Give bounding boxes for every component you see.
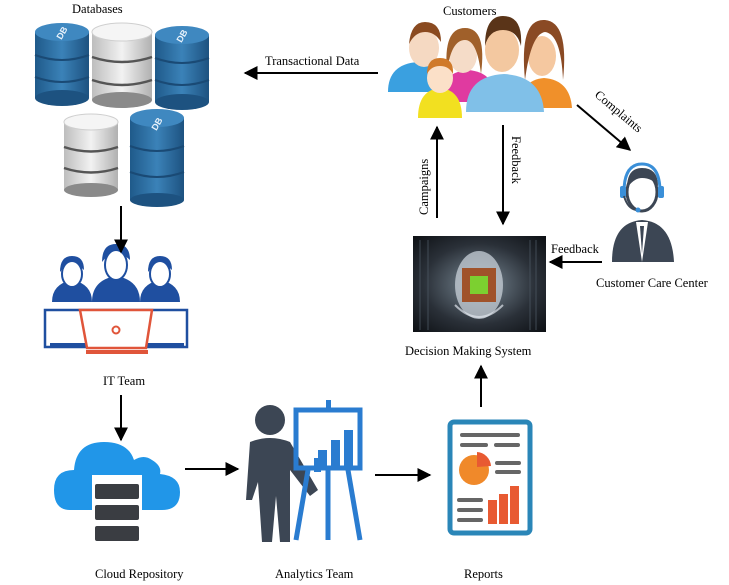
node-label-cloud-repository: Cloud Repository bbox=[95, 567, 184, 581]
customer-group-icon bbox=[388, 16, 572, 118]
database-cylinder: DB bbox=[154, 26, 210, 110]
team-laptop-icon bbox=[43, 244, 189, 354]
support-agent-headset-icon bbox=[612, 162, 674, 262]
edge-complaints bbox=[576, 104, 632, 151]
cloud-server-icon bbox=[54, 442, 180, 545]
edge-label-care-feedback: Feedback bbox=[551, 242, 600, 256]
node-label-decision-system: Decision Making System bbox=[405, 344, 532, 358]
edge-label-feedback: Feedback bbox=[509, 136, 523, 185]
ai-brain-chip-icon bbox=[413, 236, 546, 332]
node-label-databases: Databases bbox=[72, 2, 123, 16]
node-label-analytics-team: Analytics Team bbox=[275, 567, 354, 581]
node-label-it-team: IT Team bbox=[103, 374, 145, 388]
database-stack-icon: DB DB DB bbox=[34, 22, 210, 207]
node-label-customer-care: Customer Care Center bbox=[596, 276, 709, 290]
node-label-customers: Customers bbox=[443, 4, 497, 18]
report-document-icon bbox=[447, 419, 533, 536]
node-label-reports: Reports bbox=[464, 567, 503, 581]
edge-label-campaigns: Campaigns bbox=[417, 159, 431, 215]
edge-label-transactional-data: Transactional Data bbox=[265, 54, 360, 68]
database-cylinder: DB bbox=[34, 23, 90, 106]
database-cylinder: DB bbox=[129, 109, 185, 207]
presenter-chart-icon bbox=[246, 400, 363, 542]
database-cylinder bbox=[91, 22, 153, 108]
edge-label-complaints: Complaints bbox=[592, 88, 645, 136]
database-cylinder bbox=[63, 113, 119, 197]
